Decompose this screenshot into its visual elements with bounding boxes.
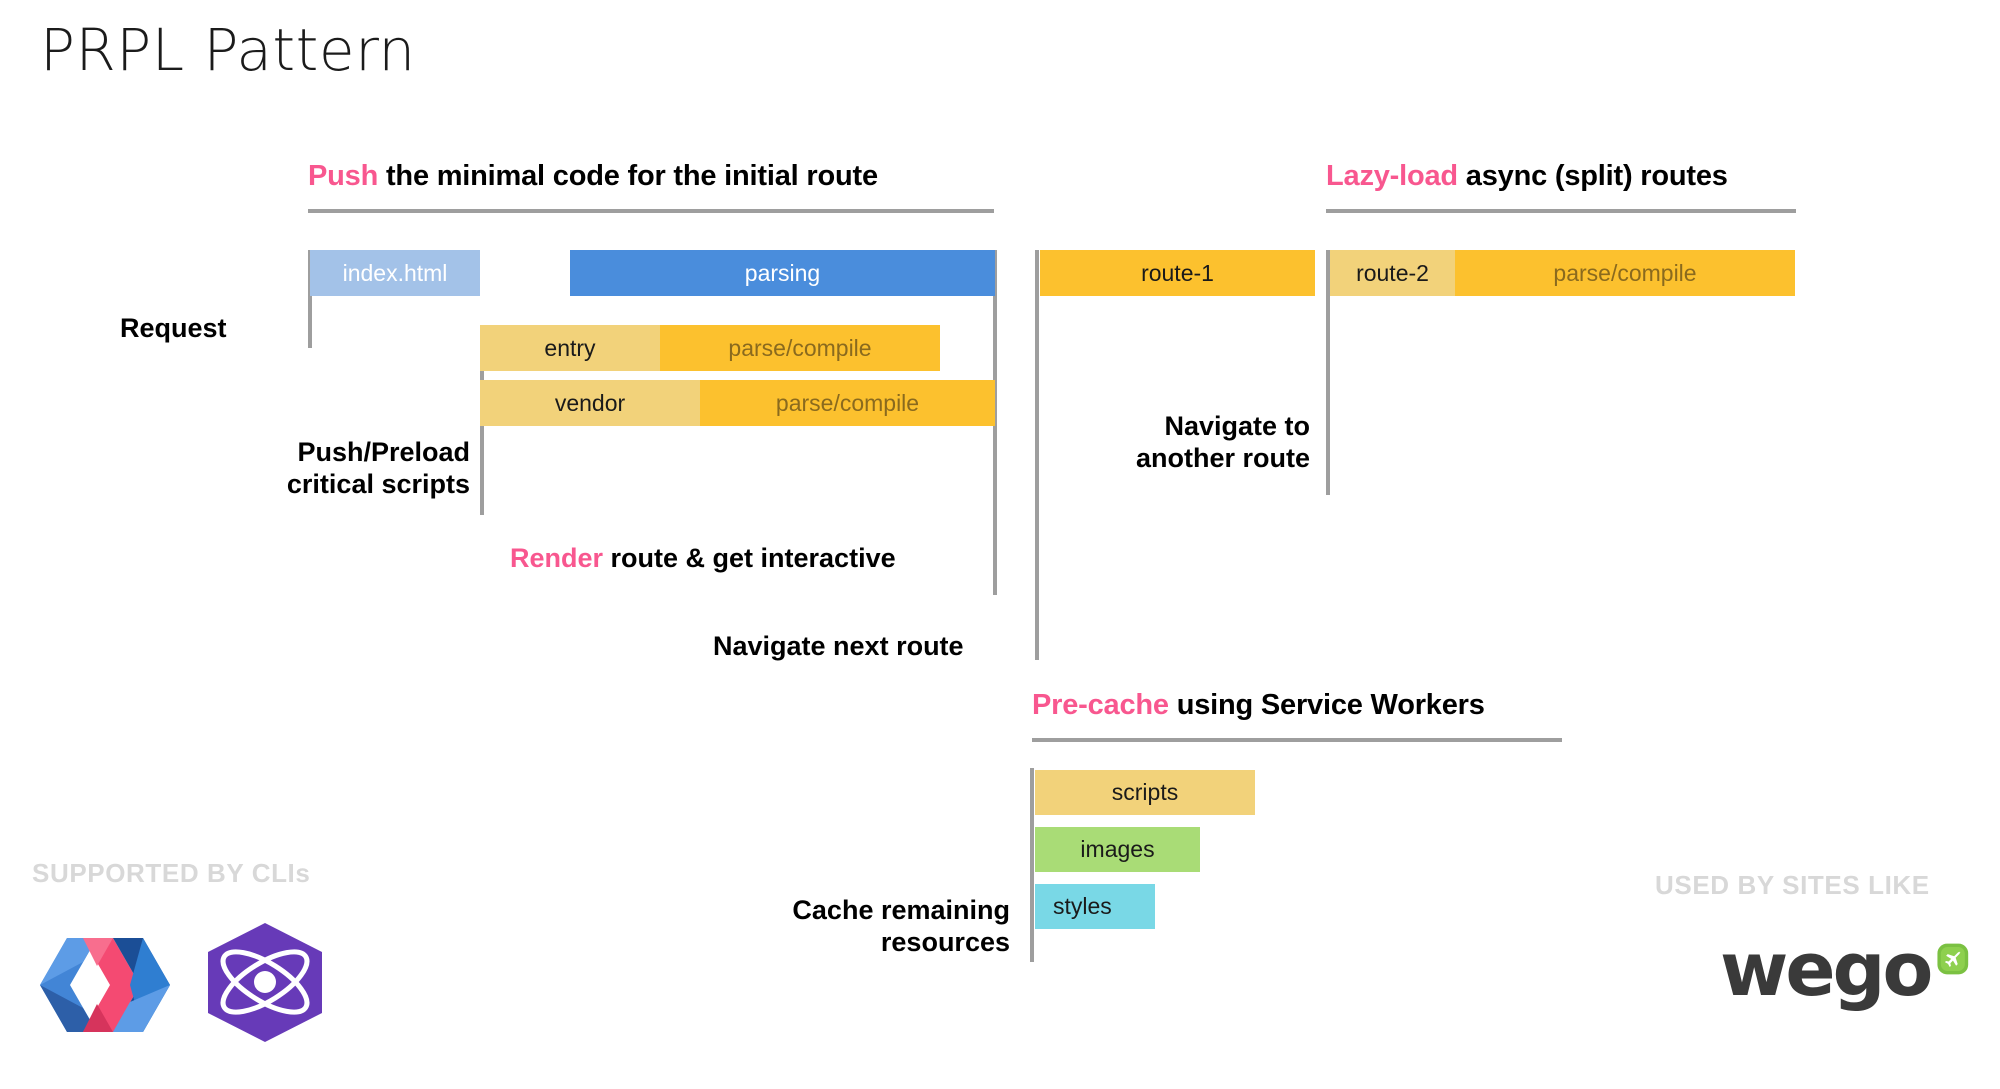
section-heading-push-accent: Push (308, 160, 379, 192)
bar-segment-route-2: route-2 (1330, 250, 1455, 296)
section-heading-lazy-accent: Lazy-load (1326, 160, 1458, 192)
bar-segment-vendor-parse-compile: parse/compile (700, 380, 995, 426)
bar-segment-styles: styles (1035, 884, 1155, 929)
bar-entry: entry parse/compile (480, 325, 940, 371)
preact-logo-icon (208, 923, 322, 1042)
polymer-logo-icon (40, 938, 170, 1032)
guide-line-navigate-next (1035, 250, 1039, 660)
section-heading-precache-rest: using Service Workers (1168, 689, 1485, 721)
label-cache-remaining: Cache remaining resources (792, 895, 1010, 957)
bar-segment-entry-parse-compile: parse/compile (660, 325, 940, 371)
section-heading-push: Push the minimal code for the initial ro… (308, 160, 878, 193)
bar-route-1: route-1 (1040, 250, 1315, 296)
guide-line-render (993, 250, 997, 595)
footer-used-by-caption: USED BY SITES LIKE (1655, 870, 1930, 900)
bar-segment-route-2-parse-compile: parse/compile (1455, 250, 1795, 296)
section-rule-precache (1032, 738, 1562, 742)
wego-logo: wego (1720, 925, 1970, 1015)
bar-vendor: vendor parse/compile (480, 380, 995, 426)
bar-parsing: parsing (570, 250, 995, 296)
section-heading-precache-accent: Pre-cache (1032, 689, 1169, 721)
guide-line-navigate-another (1326, 250, 1330, 495)
label-navigate-another-route: Navigate to another route (1135, 411, 1310, 473)
guide-line-request (308, 250, 312, 348)
bar-scripts: scripts (1035, 770, 1255, 815)
label-navigate-next-route: Navigate next route (713, 631, 964, 661)
section-heading-lazy: Lazy-load async (split) routes (1326, 160, 1728, 193)
bar-styles: styles (1035, 884, 1155, 929)
label-render-rest: route & get interactive (603, 543, 896, 573)
bar-segment-scripts: scripts (1035, 770, 1255, 815)
bar-segment-images: images (1035, 827, 1200, 872)
section-rule-lazy (1326, 209, 1796, 213)
section-heading-lazy-rest: async (split) routes (1457, 160, 1728, 192)
bar-segment-parsing: parsing (570, 250, 995, 296)
page-title: PRPL Pattern (40, 16, 416, 84)
bar-images: images (1035, 827, 1200, 872)
bar-index-html: index.html (310, 250, 480, 296)
footer-supported-by-caption: SUPPORTED BY CLIs (32, 858, 311, 888)
bar-segment-route-1: route-1 (1040, 250, 1315, 296)
bar-segment-vendor: vendor (480, 380, 700, 426)
wego-wordmark: wego (1720, 926, 1933, 1013)
section-heading-precache: Pre-cache using Service Workers (1032, 689, 1485, 722)
polymer-logo (35, 930, 175, 1040)
bar-segment-index-html: index.html (310, 250, 480, 296)
preact-logo (200, 920, 330, 1045)
bar-segment-entry: entry (480, 325, 660, 371)
section-rule-push (308, 209, 994, 213)
section-heading-push-rest: the minimal code for the initial route (378, 160, 878, 192)
label-render-route: Render route & get interactive (510, 543, 896, 574)
bar-route-2: route-2 parse/compile (1330, 250, 1795, 296)
label-request: Request (120, 313, 227, 343)
wego-plane-icon (1937, 943, 1969, 975)
label-render-accent: Render (510, 543, 604, 573)
guide-line-cache (1030, 768, 1034, 962)
label-push-preload: Push/Preload critical scripts (286, 437, 470, 499)
